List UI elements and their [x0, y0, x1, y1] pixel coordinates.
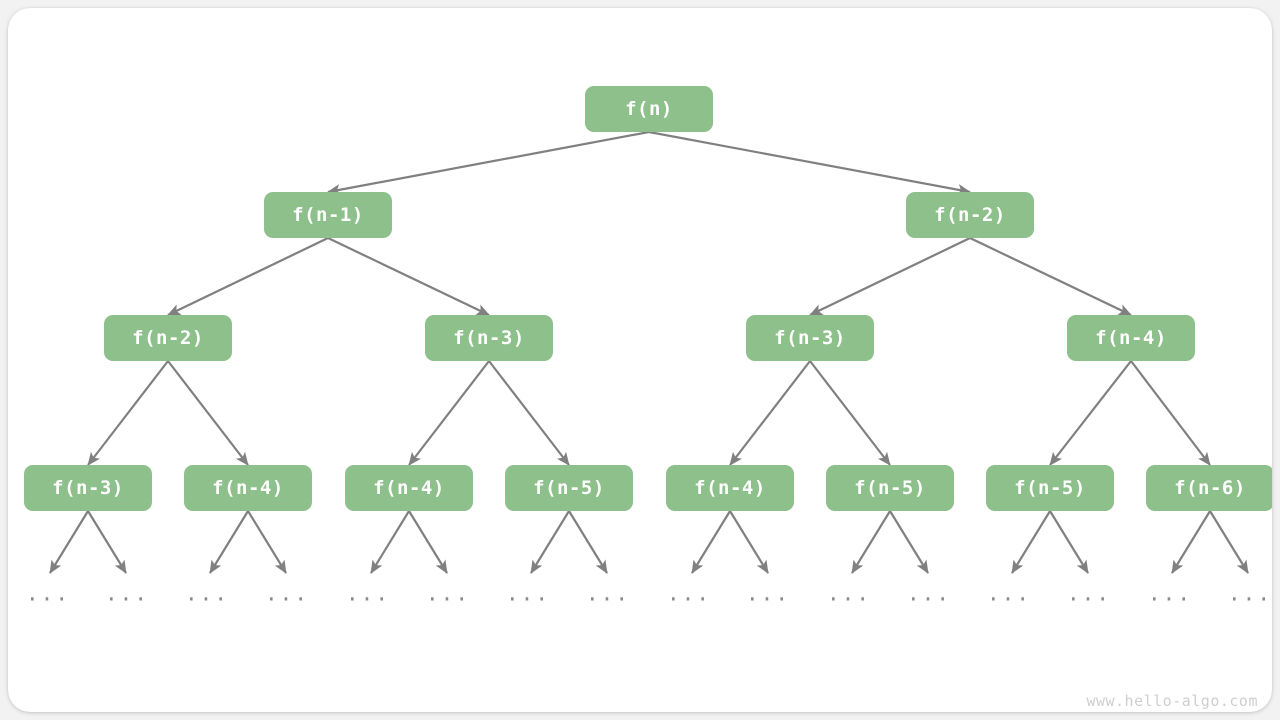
ellipsis-label: ...: [1148, 581, 1192, 606]
tree-edge: [370, 510, 410, 574]
ellipsis-label: ...: [586, 581, 630, 606]
tree-edge: [1049, 360, 1132, 466]
ellipsis-label: ...: [185, 581, 229, 606]
ellipsis-label: ...: [746, 581, 790, 606]
tree-edge: [408, 510, 448, 574]
recursion-tree-diagram: f(n) f(n-1) f(n-2) f(n-2) f(n-3) f(n-3) f(n-4)…: [8, 8, 1272, 712]
tree-node: f(n-6): [1146, 465, 1272, 511]
tree-edge: [408, 360, 490, 466]
tree-edge: [1130, 360, 1211, 466]
ellipsis-label: ...: [907, 581, 951, 606]
tree-edge: [530, 510, 570, 574]
tree-node: f(n-2): [906, 192, 1034, 238]
tree-edge: [729, 510, 769, 574]
ellipsis-label: ...: [105, 581, 149, 606]
tree-edge: [568, 510, 608, 574]
tree-edge: [209, 510, 249, 574]
tree-edge: [247, 510, 287, 574]
ellipsis-label: ...: [506, 581, 550, 606]
ellipsis-label: ...: [827, 581, 871, 606]
tree-edge: [87, 360, 169, 466]
tree-node: f(n-3): [425, 315, 553, 361]
tree-edge: [327, 130, 650, 196]
tree-edge: [167, 360, 249, 466]
tree-edge: [969, 237, 1132, 316]
ellipsis-label: ...: [987, 581, 1031, 606]
tree-node: f(n-5): [505, 465, 633, 511]
tree-edge: [327, 237, 490, 316]
tree-edge: [1171, 510, 1211, 574]
tree-edge: [1209, 510, 1249, 574]
tree-node: f(n): [585, 86, 713, 132]
tree-node: f(n-1): [264, 192, 392, 238]
tree-node: f(n-5): [986, 465, 1114, 511]
tree-edge: [1049, 510, 1089, 574]
ellipsis-label: ...: [667, 581, 711, 606]
tree-edge: [87, 510, 127, 574]
ellipsis-label: ...: [346, 581, 390, 606]
tree-node: f(n-4): [666, 465, 794, 511]
watermark-label: www.hello-algo.com: [1086, 692, 1258, 710]
diagram-card: f(n) f(n-1) f(n-2) f(n-2) f(n-3) f(n-3) f(n-4)…: [8, 8, 1272, 712]
tree-edge: [49, 510, 89, 574]
tree-edge: [809, 360, 891, 466]
tree-node: f(n-4): [184, 465, 312, 511]
tree-node: f(n-2): [104, 315, 232, 361]
tree-edge: [488, 360, 570, 466]
tree-edge: [729, 360, 811, 466]
ellipsis-label: ...: [1067, 581, 1111, 606]
tree-node: f(n-3): [746, 315, 874, 361]
ellipsis-label: ...: [1228, 581, 1272, 606]
tree-edge: [851, 510, 891, 574]
tree-node: f(n-5): [826, 465, 954, 511]
ellipsis-label: ...: [265, 581, 309, 606]
tree-edge: [167, 237, 329, 316]
tree-node: f(n-4): [345, 465, 473, 511]
ellipsis-label: ...: [426, 581, 470, 606]
tree-edge: [809, 237, 971, 316]
tree-edge: [648, 130, 971, 196]
tree-edge: [691, 510, 731, 574]
ellipsis-label: ...: [26, 581, 70, 606]
tree-edge: [1011, 510, 1051, 574]
tree-edge: [889, 510, 929, 574]
tree-node: f(n-3): [24, 465, 152, 511]
tree-node: f(n-4): [1067, 315, 1195, 361]
